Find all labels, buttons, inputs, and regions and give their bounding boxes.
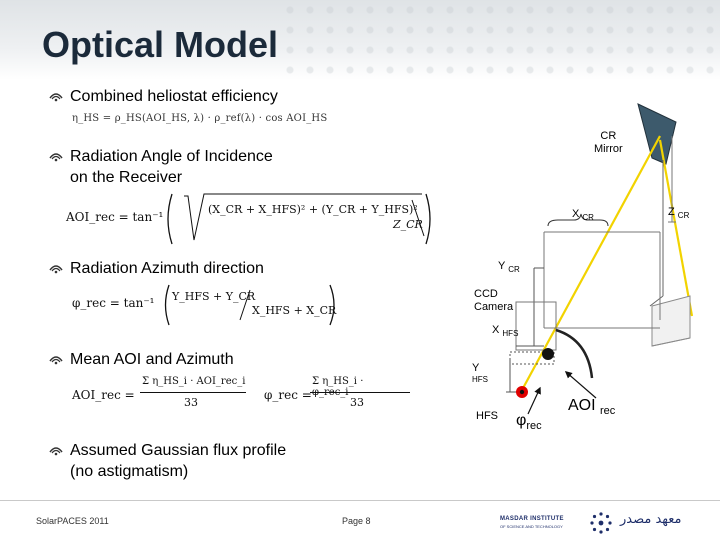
fraction-bar	[140, 392, 246, 393]
label-x-hfs-main: X	[492, 324, 500, 336]
hfs-marker-center	[519, 389, 525, 395]
mirror-support	[649, 295, 664, 307]
bullet-icon	[49, 153, 63, 162]
bullet-mean-aoi: Mean AOI and Azimuth	[49, 349, 234, 370]
label-z-cr-sub: CR	[677, 211, 690, 221]
bullet-heliostat-efficiency: Combined heliostat efficiency	[49, 86, 278, 107]
equation-mean-phi-denominator: 33	[350, 396, 364, 409]
footer-divider	[0, 500, 720, 501]
bullet-icon	[49, 447, 63, 456]
bullet-icon	[49, 265, 63, 274]
aoi-rec-arrow	[564, 371, 597, 399]
equation-mean-aoi-numerator: Σ η_HS_i · AOI_rec_i	[142, 376, 246, 387]
ccd-camera-box	[515, 301, 557, 351]
label-hfs: HFS	[476, 410, 498, 422]
receiver-curve	[555, 328, 594, 379]
label-ccd-camera: CCD Camera	[474, 288, 513, 314]
ray-mirror-to-hfs	[521, 135, 661, 391]
equation-denominator: Z_CR	[393, 218, 423, 231]
bullet-text-line2: (no astigmatism)	[70, 463, 189, 480]
equation-brackets	[164, 284, 335, 326]
phi-rec-arrow	[527, 386, 541, 415]
equation-numerator: (X_CR + X_HFS)² + (Y_CR + Y_HFS)²	[208, 203, 418, 216]
label-x-hfs-sub: HFS	[502, 329, 519, 339]
label-ccd-line1: CCD	[474, 288, 498, 300]
header-pattern	[280, 0, 720, 80]
equation-lhs: AOI_rec = tan⁻¹	[66, 210, 164, 224]
slide-title: Optical Model	[42, 24, 279, 65]
bullet-text-line1: Assumed Gaussian flux profile	[70, 442, 287, 459]
footer-page-number: Page 8	[342, 516, 371, 526]
logo-name: MASDAR INSTITUTE	[500, 516, 564, 522]
label-phi-rec-sub: rec	[526, 420, 542, 433]
logo-arabic: معهد مصدر	[620, 512, 682, 527]
label-aoi-rec: AOI rec	[568, 397, 615, 417]
label-cr-mirror-line2: Mirror	[594, 143, 623, 155]
label-cr-mirror-line1: CR	[600, 130, 617, 142]
heliostat-block	[651, 295, 691, 347]
label-y-hfs-sub: HFS	[472, 375, 488, 384]
bullet-text-line1: Radiation Angle of Incidence	[70, 148, 273, 165]
label-cr-mirror: CR Mirror	[594, 130, 623, 156]
label-phi-rec-main: φ	[516, 412, 527, 429]
equation-efficiency: η_HS = ρ_HS(AOI_HS, λ) · ρ_ref(λ) · cos …	[72, 113, 328, 124]
logo-emblem-icon	[590, 512, 612, 534]
receiver-outline	[509, 351, 555, 365]
bullet-icon	[49, 356, 63, 365]
bullet-angle-of-incidence: Radiation Angle of Incidence on the Rece…	[49, 146, 273, 188]
cr-mirror	[637, 103, 677, 165]
equation-mean-aoi-azimuth: AOI_rec = Σ η_HS_i · AOI_rec_i 33 φ_rec …	[72, 376, 410, 416]
bullet-azimuth-direction: Radiation Azimuth direction	[49, 258, 264, 279]
label-x-hfs: X HFS	[492, 324, 518, 338]
footer-conference: SolarPACES 2011	[36, 516, 109, 526]
label-y-cr-sub: CR	[508, 265, 520, 275]
label-z-cr: Z CR	[668, 206, 689, 220]
bullet-text: Radiation Azimuth direction	[70, 260, 264, 277]
heliostat-edge	[651, 337, 691, 347]
title-bar: Optical Model	[0, 0, 720, 80]
equation-lhs: φ_rec = tan⁻¹	[72, 296, 155, 310]
bullet-gaussian-flux: Assumed Gaussian flux profile (no astigm…	[49, 440, 287, 482]
label-x-cr-sub: CR	[582, 213, 594, 223]
equation-mean-phi-lhs: φ_rec =	[264, 388, 312, 402]
label-x-cr: X CR	[572, 208, 594, 222]
fraction-bar	[310, 392, 410, 393]
masdar-institute-logo: MASDAR INSTITUTE OF SCIENCE AND TECHNOLO…	[498, 510, 718, 536]
label-aoi-rec-sub: rec	[600, 405, 616, 418]
label-aoi-rec-main: AOI	[568, 397, 596, 414]
label-phi-rec: φrec	[516, 412, 542, 432]
label-y-hfs-main: Y	[472, 362, 480, 374]
x-cr-brace	[547, 213, 609, 227]
equation-mean-aoi-lhs: AOI_rec =	[72, 388, 135, 402]
equation-denominator: X_HFS + X_CR	[252, 304, 337, 317]
label-y-cr: Y CR	[498, 260, 520, 274]
label-y-cr-main: Y	[498, 260, 506, 272]
bullet-text-line2: on the Receiver	[70, 169, 183, 186]
bullet-text: Combined heliostat efficiency	[70, 88, 278, 105]
label-x-cr-main: X	[572, 208, 580, 220]
label-z-cr-main: Z	[668, 206, 675, 218]
bullet-icon	[49, 93, 63, 102]
label-ccd-line2: Camera	[474, 301, 514, 313]
equation-phi-rec: φ_rec = tan⁻¹ Y_HFS + Y_CR X_HFS + X_CR	[72, 282, 342, 328]
receiver-center-marker	[542, 348, 554, 360]
label-y-hfs: Y HFS	[472, 362, 488, 386]
equation-numerator: Y_HFS + Y_CR	[172, 290, 256, 303]
equation-aoi-rec: AOI_rec = tan⁻¹ (X_CR + X_HFS)² + (Y_CR …	[66, 190, 436, 248]
bullet-text: Mean AOI and Azimuth	[70, 351, 234, 368]
logo-subtitle: OF SCIENCE AND TECHNOLOGY	[500, 524, 563, 529]
equation-mean-aoi-denominator: 33	[184, 396, 198, 409]
ray-mirror-to-heliostat	[658, 139, 694, 317]
equation-brackets	[167, 193, 431, 245]
